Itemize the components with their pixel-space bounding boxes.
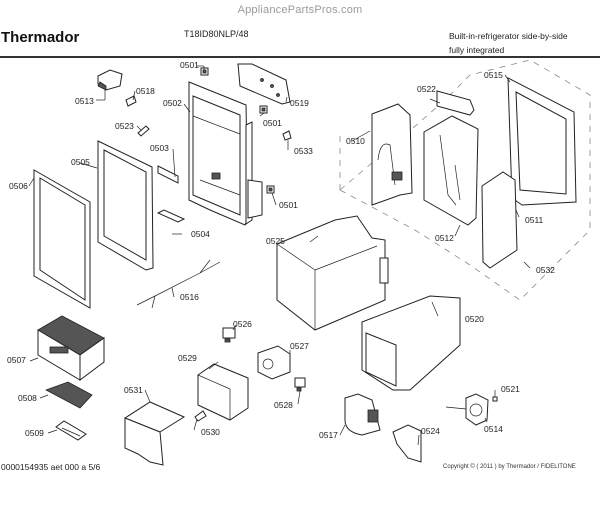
- part-label-0501[interactable]: 0501: [180, 60, 199, 70]
- part-0528-drawing: [294, 377, 306, 392]
- part-label-0532[interactable]: 0532: [536, 265, 555, 275]
- part-label-0515[interactable]: 0515: [484, 70, 503, 80]
- header-divider: [0, 56, 600, 58]
- part-label-0512[interactable]: 0512: [435, 233, 454, 243]
- part-0505-drawing: [97, 140, 154, 271]
- appliance-description: Built-in-refrigerator side-by-side fully…: [449, 29, 568, 57]
- leader-lines: [28, 65, 531, 446]
- part-label-0504[interactable]: 0504: [191, 229, 210, 239]
- part-label-0510[interactable]: 0510: [346, 136, 365, 146]
- part-label-0505[interactable]: 0505: [71, 157, 90, 167]
- description-line-2: fully integrated: [449, 45, 505, 55]
- part-0531-drawing: [123, 401, 186, 466]
- part-label-0530[interactable]: 0530: [201, 427, 220, 437]
- part-0501-drawing: [200, 67, 209, 76]
- part-label-0529[interactable]: 0529: [178, 353, 197, 363]
- part-0503-drawing: [157, 165, 179, 184]
- part-0522-drawing: [436, 90, 475, 116]
- part-label-0514[interactable]: 0514: [484, 424, 503, 434]
- part-0506-drawing: [33, 169, 91, 309]
- brand-name: Thermador: [1, 29, 80, 46]
- part-label-0501c[interactable]: 0501: [279, 200, 298, 210]
- part-0523-drawing: [137, 125, 150, 137]
- part-0527-drawing: [257, 345, 291, 380]
- part-0509-drawing: [55, 420, 87, 441]
- part-0515-drawing: [507, 77, 577, 206]
- watermark: AppliancePartsPros.com: [237, 4, 363, 16]
- part-label-0531[interactable]: 0531: [124, 385, 143, 395]
- part-0525-drawing: [276, 215, 389, 331]
- part-label-0519[interactable]: 0519: [290, 98, 309, 108]
- part-0511-drawing: [481, 171, 518, 269]
- part-label-0521[interactable]: 0521: [501, 384, 520, 394]
- part-label-0503[interactable]: 0503: [150, 143, 169, 153]
- part-label-0509[interactable]: 0509: [25, 428, 44, 438]
- part-0524-drawing: [392, 424, 422, 463]
- part-0520-drawing: [361, 295, 461, 391]
- copyright-notice: Copyright © ( 2011 ) by Thermador / FIDE…: [443, 464, 576, 470]
- part-label-0533[interactable]: 0533: [294, 146, 313, 156]
- part-label-0516[interactable]: 0516: [180, 292, 199, 302]
- part-0533-drawing: [282, 130, 292, 141]
- part-0529-drawing: [197, 363, 249, 421]
- part-0521-drawing: [492, 396, 498, 402]
- part-label-0507[interactable]: 0507: [7, 355, 26, 365]
- part-0501c-drawing: [266, 185, 275, 194]
- description-line-1: Built-in-refrigerator side-by-side: [449, 31, 568, 41]
- part-0517-drawing: [344, 393, 381, 436]
- part-label-0517[interactable]: 0517: [319, 430, 338, 440]
- part-0512-drawing: [423, 115, 479, 226]
- part-label-0501b[interactable]: 0501: [263, 118, 282, 128]
- part-label-0518[interactable]: 0518: [136, 86, 155, 96]
- part-label-0528[interactable]: 0528: [274, 400, 293, 410]
- part-0501b-drawing: [259, 105, 268, 114]
- part-0519-drawing: [237, 63, 291, 105]
- part-label-0525[interactable]: 0525: [266, 236, 285, 246]
- part-0514-drawing: [445, 393, 489, 426]
- model-number: T18ID80NLP/48: [184, 29, 249, 39]
- part-label-0508[interactable]: 0508: [18, 393, 37, 403]
- part-label-0526[interactable]: 0526: [233, 319, 252, 329]
- assembly-outline: [339, 59, 591, 301]
- part-label-0511[interactable]: 0511: [525, 215, 544, 225]
- part-label-0523[interactable]: 0523: [115, 121, 134, 131]
- part-0526-drawing: [222, 327, 236, 343]
- part-label-0506[interactable]: 0506: [9, 181, 28, 191]
- part-0508-drawing: [45, 381, 93, 409]
- part-0507-drawing: [37, 315, 105, 381]
- part-0516-drawing: [136, 259, 221, 309]
- part-label-0524[interactable]: 0524: [421, 426, 440, 436]
- document-id: 0000154935 aet 000 a 5/6: [1, 462, 101, 472]
- part-label-0527[interactable]: 0527: [290, 341, 309, 351]
- part-label-0502[interactable]: 0502: [163, 98, 182, 108]
- part-0510-drawing: [371, 103, 413, 206]
- part-label-0513[interactable]: 0513: [75, 96, 94, 106]
- part-label-0520[interactable]: 0520: [465, 314, 484, 324]
- part-0513-drawing: [97, 69, 123, 91]
- part-label-0522[interactable]: 0522: [417, 84, 436, 94]
- part-0502-drawing: [188, 81, 263, 226]
- part-0504-drawing: [156, 209, 186, 223]
- part-0518-drawing: [125, 95, 137, 107]
